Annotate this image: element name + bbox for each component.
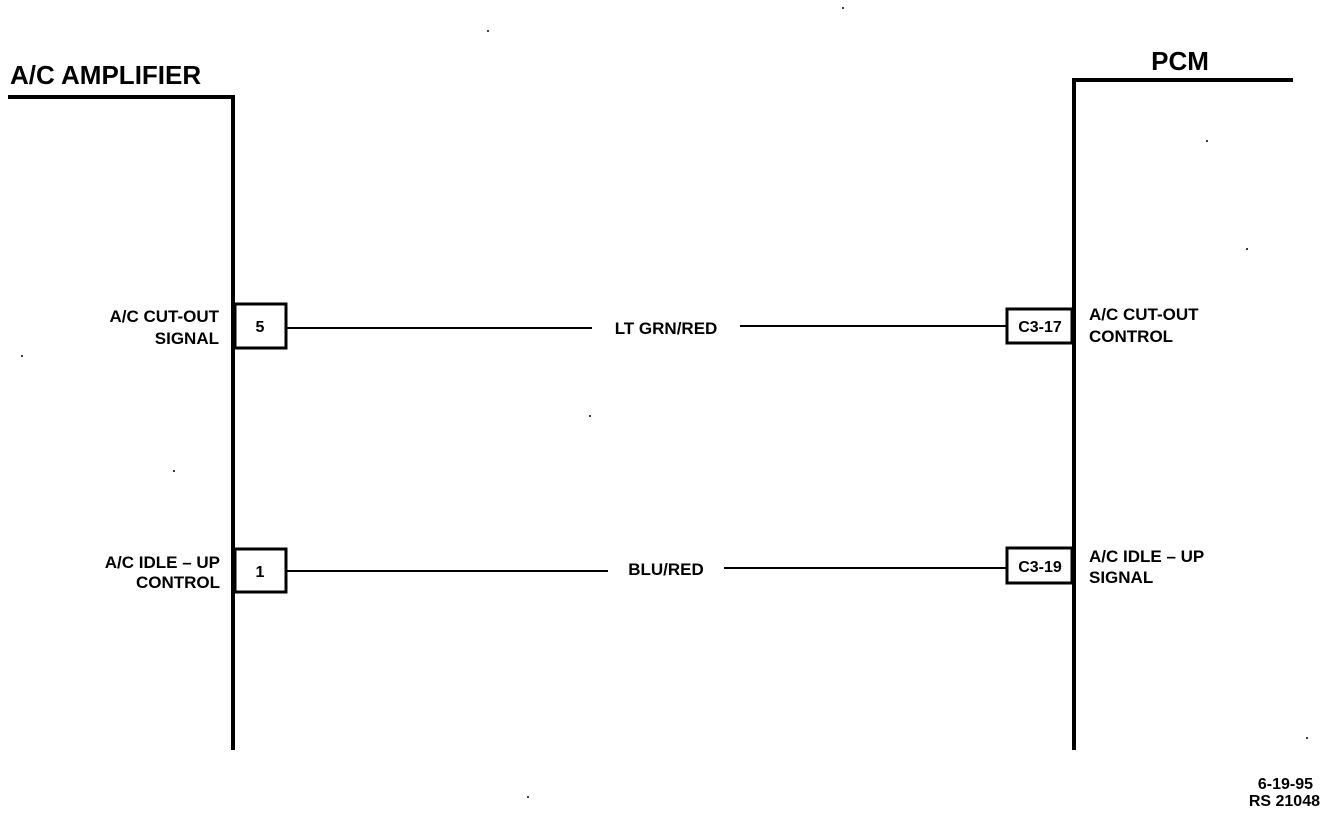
scan-noise bbox=[21, 7, 1308, 798]
left-pin-box bbox=[233, 302, 288, 350]
right-signal-label-line2: CONTROL bbox=[1089, 327, 1173, 346]
circuit-ac-idle-up: A/C IDLE – UP CONTROL 1 BLU/RED C3-19 A/… bbox=[105, 546, 1204, 594]
right-pin-number: C3-19 bbox=[1018, 559, 1062, 576]
ac-amplifier-module: A/C AMPLIFIER bbox=[8, 60, 235, 750]
diagram-reference: 6-19-95 RS 21048 bbox=[1249, 776, 1320, 810]
left-signal-label-line1: A/C CUT-OUT bbox=[109, 307, 219, 326]
left-signal-label-line1: A/C IDLE – UP bbox=[105, 553, 220, 572]
right-pin-box bbox=[1005, 307, 1074, 345]
left-pin-number: 5 bbox=[256, 319, 265, 336]
ac-amplifier-title: A/C AMPLIFIER bbox=[10, 60, 201, 90]
right-signal-label-line1: A/C IDLE – UP bbox=[1089, 547, 1204, 566]
wire-color-label: LT GRN/RED bbox=[615, 319, 718, 338]
wire-color-label: BLU/RED bbox=[628, 560, 704, 579]
left-signal-label-line2: CONTROL bbox=[136, 573, 220, 592]
right-pin-number: C3-17 bbox=[1018, 319, 1062, 336]
diagram-ref-number: RS 21048 bbox=[1249, 793, 1320, 810]
circuit-ac-cut-out: A/C CUT-OUT SIGNAL 5 LT GRN/RED C3-17 A/… bbox=[109, 302, 1199, 350]
pcm-module: PCM bbox=[1072, 46, 1293, 750]
pcm-title: PCM bbox=[1151, 46, 1209, 76]
right-signal-label-line1: A/C CUT-OUT bbox=[1089, 305, 1199, 324]
diagram-date: 6-19-95 bbox=[1258, 776, 1313, 793]
left-signal-label-line2: SIGNAL bbox=[155, 329, 219, 348]
left-pin-number: 1 bbox=[256, 564, 265, 581]
right-pin-box bbox=[1005, 546, 1074, 585]
right-signal-label-line2: SIGNAL bbox=[1089, 568, 1153, 587]
